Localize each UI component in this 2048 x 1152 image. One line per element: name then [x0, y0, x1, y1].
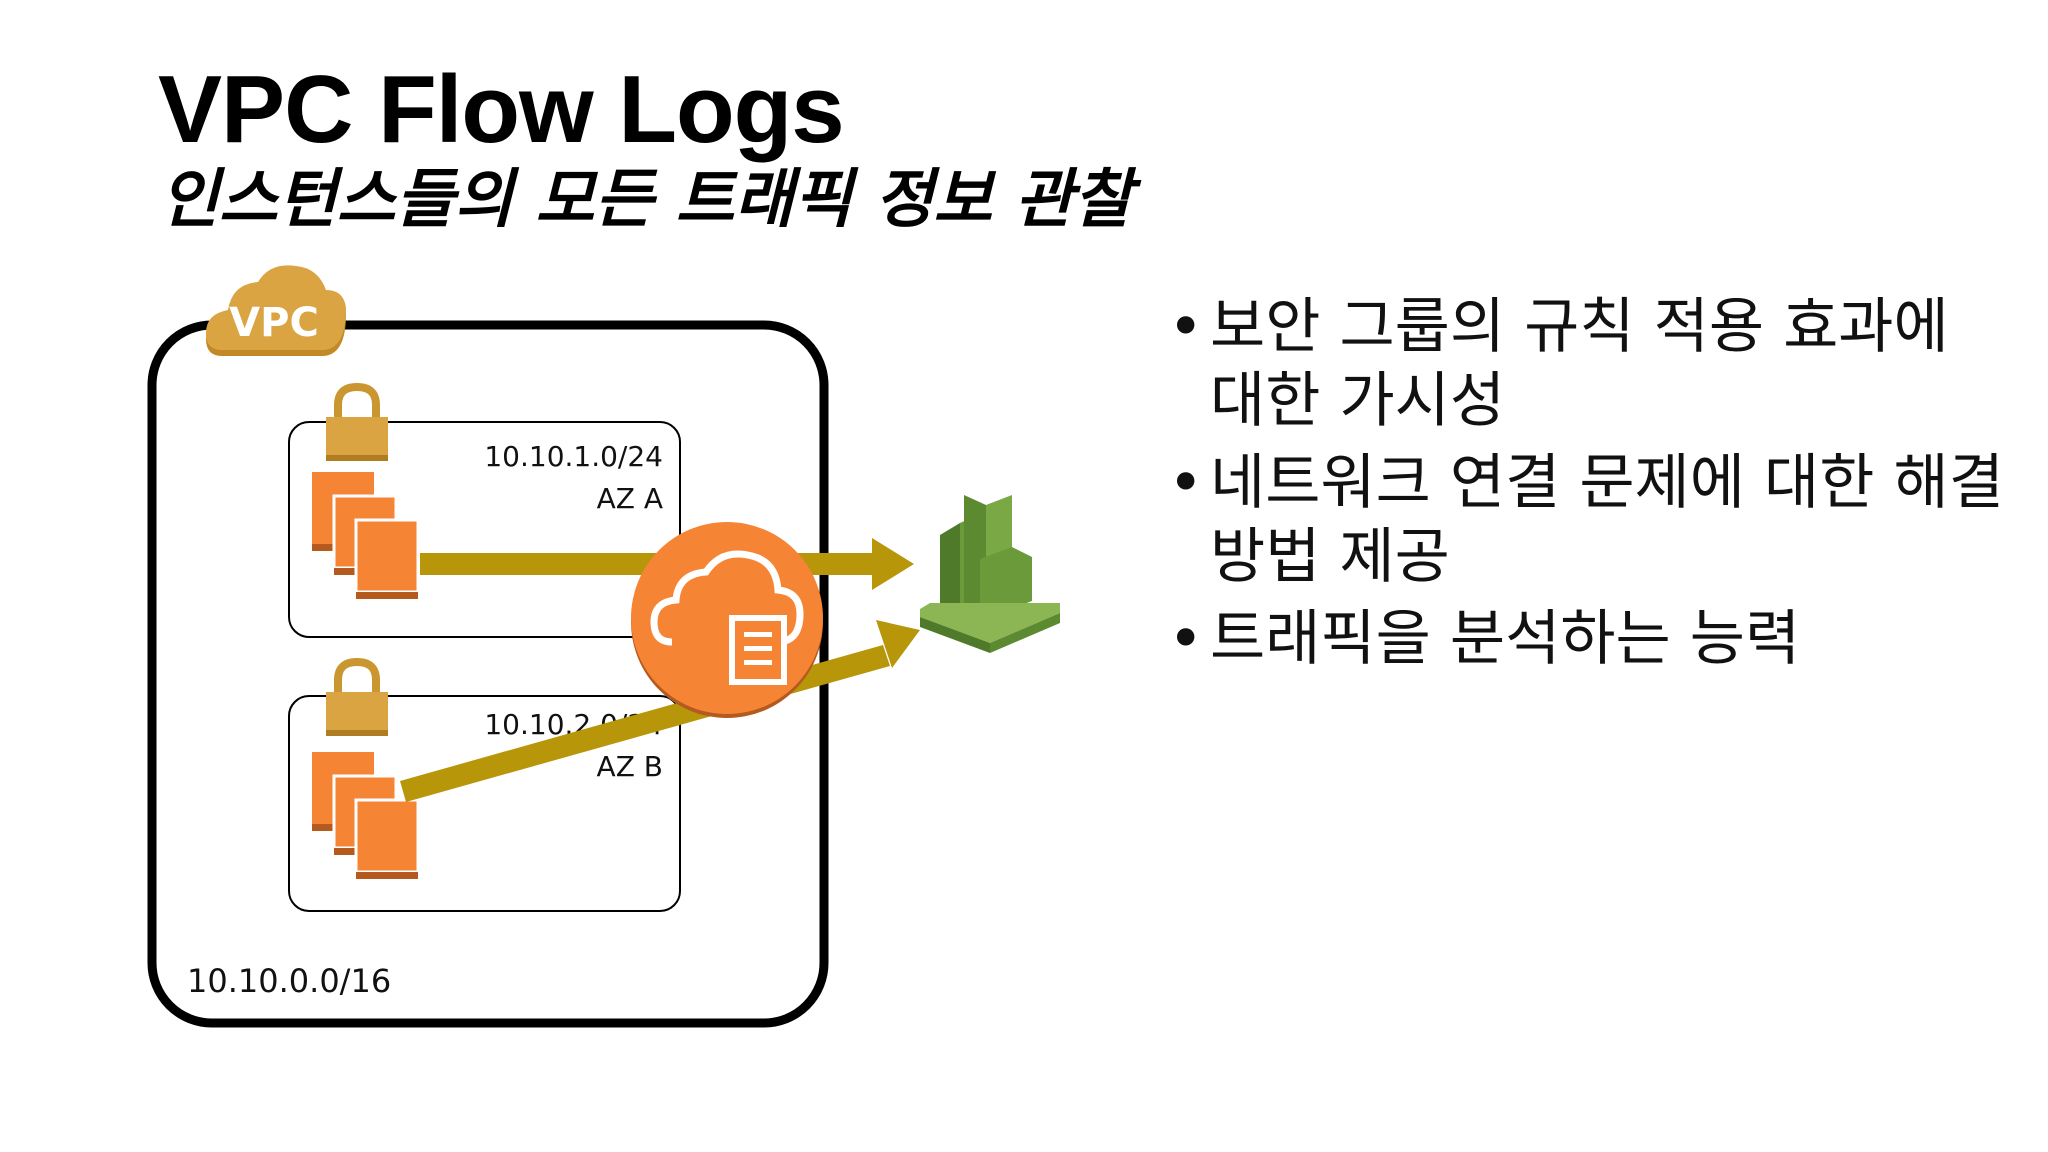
vpc-cidr: 10.10.0.0/16: [187, 962, 391, 1000]
bullet-text: 네트워크 연결 문제에 대한 해결 방법 제공: [1210, 448, 2004, 592]
slide-subtitle: 인스턴스들의 모든 트래픽 정보 관찰: [160, 163, 1133, 237]
bullet-marker: •: [1168, 604, 1204, 674]
ec2-instances-icon: [312, 752, 420, 879]
cloudwatch-icon: [920, 495, 1060, 653]
subnet-a-az: AZ A: [597, 482, 663, 515]
bullet-item: • 트래픽을 분석하는 능력: [1160, 602, 2020, 676]
bullet-text: 보안 그룹의 규칙 적용 효과에 대한 가시성: [1210, 292, 1949, 436]
flow-logs-icon: [631, 522, 823, 718]
bullet-item: • 보안 그룹의 규칙 적용 효과에 대한 가시성: [1160, 290, 2020, 438]
subnet-a-box: [288, 421, 681, 638]
bullet-text: 트래픽을 분석하는 능력: [1210, 604, 1801, 674]
bullet-item: • 네트워크 연결 문제에 대한 해결 방법 제공: [1160, 446, 2020, 594]
vpc-badge-label: VPC: [229, 300, 319, 346]
slide-title: VPC Flow Logs: [158, 56, 845, 163]
lock-icon: [326, 657, 388, 736]
bullet-marker: •: [1168, 292, 1204, 362]
feature-bullet-list: • 보안 그룹의 규칙 적용 효과에 대한 가시성 • 네트워크 연결 문제에 …: [1160, 290, 2020, 684]
subnet-a-cidr: 10.10.1.0/24: [484, 440, 663, 473]
subnet-b-az: AZ B: [597, 750, 663, 783]
ec2-instances-icon: [312, 472, 420, 599]
subnet-b-box: [288, 695, 681, 912]
vpc-cloud-icon: VPC: [206, 265, 346, 356]
bullet-marker: •: [1168, 448, 1204, 518]
lock-icon: [326, 382, 388, 461]
